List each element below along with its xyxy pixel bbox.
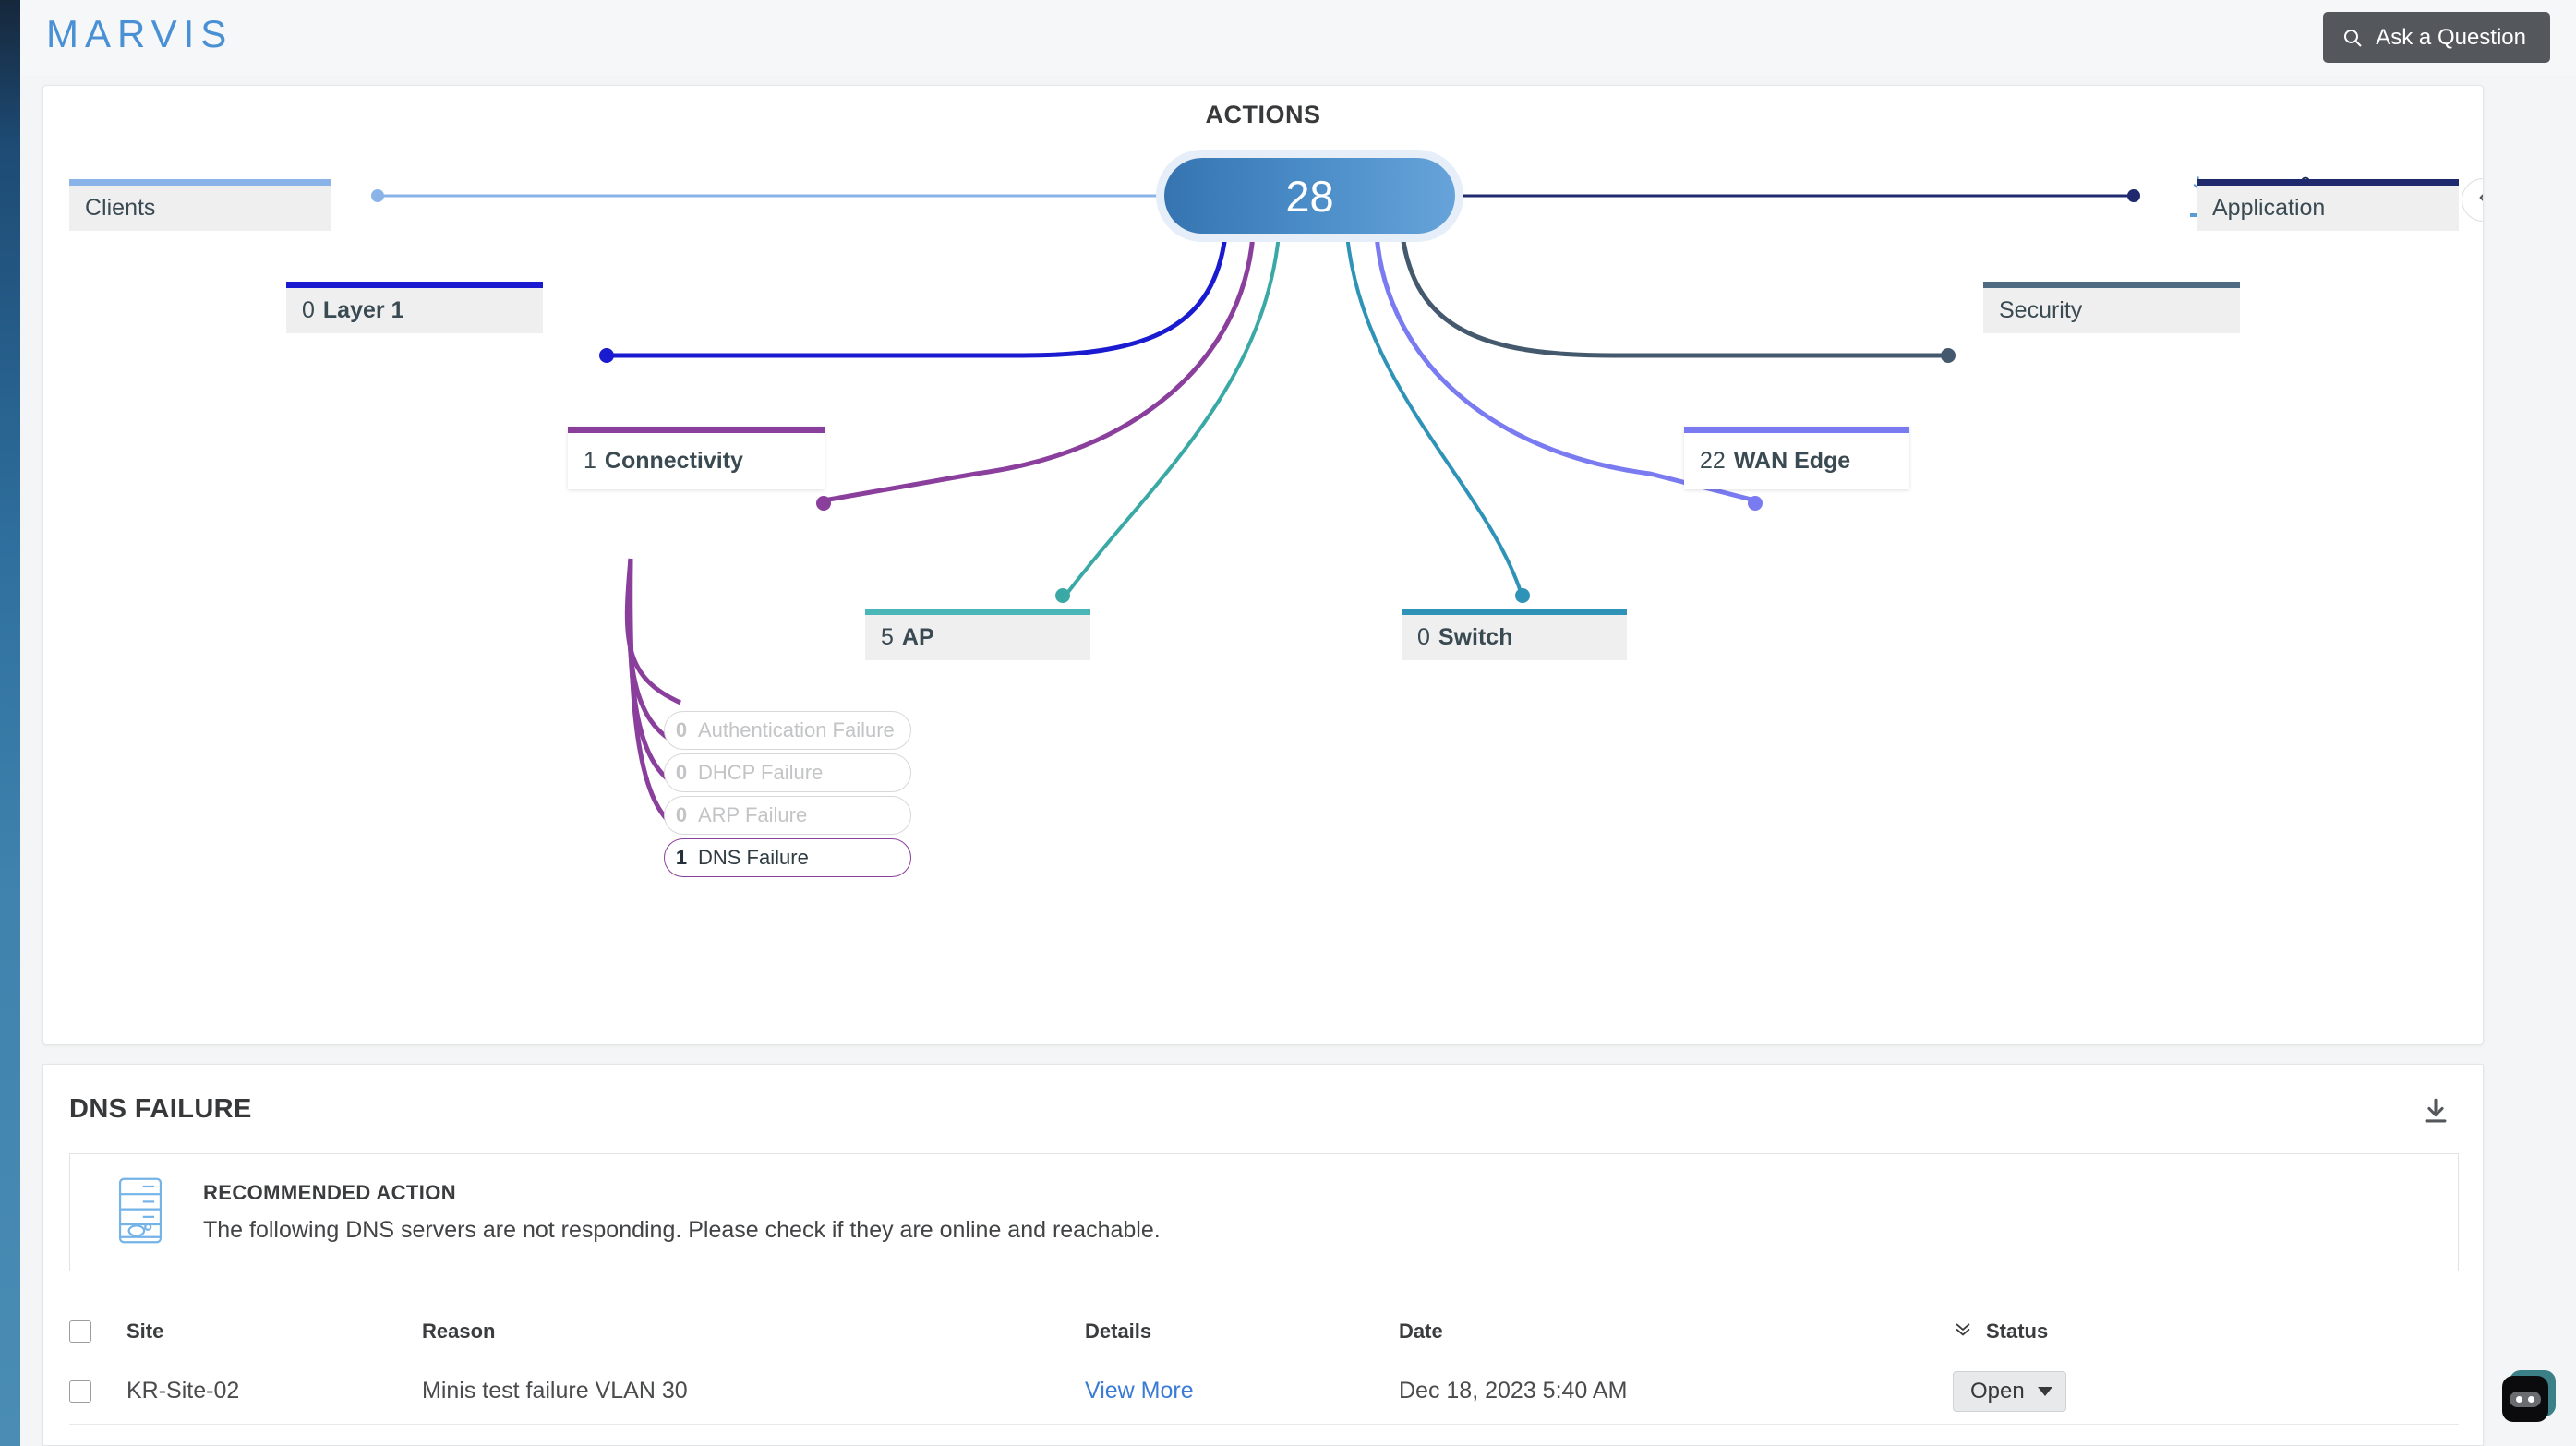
select-all-checkbox-cell xyxy=(69,1320,126,1343)
bot-eye-left xyxy=(2516,1395,2522,1403)
subitem-dhcp-failure[interactable]: 0 DHCP Failure xyxy=(664,753,911,792)
node-switch-label: Switch xyxy=(1438,624,1513,650)
bot-icon-visor xyxy=(2510,1391,2541,1407)
node-layer1-label: Layer 1 xyxy=(322,297,404,323)
ask-a-question-label: Ask a Question xyxy=(2376,24,2526,50)
cell-site: KR-Site-02 xyxy=(126,1378,240,1404)
node-connectivity-label: Connectivity xyxy=(604,448,743,474)
column-header-date[interactable]: Date xyxy=(1399,1319,1443,1343)
double-chevron-down-icon[interactable] xyxy=(1953,1319,1973,1344)
table-header-row: Site Reason Details Date Status xyxy=(69,1305,2459,1358)
status-dropdown-value: Open xyxy=(1970,1378,2025,1404)
table-body: KR-Site-02 Minis test failure VLAN 30 Vi… xyxy=(69,1358,2459,1425)
node-clients-label: Clients xyxy=(85,195,156,221)
actions-topology-card: ACTIONS 28 xyxy=(42,85,2484,1045)
subitem-dhcp-failure-count: 0 xyxy=(675,761,688,784)
node-wan-edge-label: WAN Edge xyxy=(1733,448,1851,474)
cell-status: Open xyxy=(1953,1370,2459,1412)
app-header: MARVIS Ask a Question xyxy=(20,0,2576,76)
ask-a-question-button[interactable]: Ask a Question xyxy=(2323,12,2550,63)
node-application-label: Application xyxy=(2212,195,2326,221)
subitem-authentication-failure-count: 0 xyxy=(675,718,688,741)
column-header-site[interactable]: Site xyxy=(126,1319,164,1343)
left-edge-accent-rail xyxy=(0,0,20,1446)
cell-details: View More xyxy=(1085,1378,1399,1404)
select-all-checkbox[interactable] xyxy=(69,1320,91,1343)
view-more-link[interactable]: View More xyxy=(1085,1378,1194,1404)
bot-icon-face xyxy=(2502,1376,2548,1422)
search-icon xyxy=(2341,27,2364,49)
subitem-dns-failure-label: DNS Failure xyxy=(698,846,809,869)
status-dropdown[interactable]: Open xyxy=(1953,1370,2066,1412)
node-ap[interactable]: 5 AP xyxy=(865,609,1090,660)
subitem-authentication-failure[interactable]: 0 Authentication Failure xyxy=(664,711,911,750)
cell-date: Dec 18, 2023 5:40 AM xyxy=(1399,1378,1628,1404)
subitem-arp-failure-count: 0 xyxy=(675,803,688,826)
column-header-details[interactable]: Details xyxy=(1085,1319,1152,1343)
cell-reason: Minis test failure VLAN 30 xyxy=(422,1378,688,1404)
node-clients[interactable]: Clients xyxy=(69,179,331,231)
app-logo: MARVIS xyxy=(46,12,234,55)
subitem-dns-failure[interactable]: 1 DNS Failure xyxy=(664,838,911,877)
topology-connectors xyxy=(371,189,2140,833)
subitem-arp-failure[interactable]: 0 ARP Failure xyxy=(664,796,911,835)
subitem-dns-failure-count: 1 xyxy=(675,846,688,869)
failures-table: Site Reason Details Date Status KR-Site-… xyxy=(69,1305,2459,1425)
node-security-label: Security xyxy=(1999,297,2083,323)
subitem-arp-failure-label: ARP Failure xyxy=(698,803,808,826)
column-header-status[interactable]: Status xyxy=(1986,1319,2049,1343)
chevron-left-icon xyxy=(2474,188,2483,211)
subitem-authentication-failure-label: Authentication Failure xyxy=(698,718,895,741)
chevron-down-icon xyxy=(2037,1386,2052,1396)
node-ap-label: AP xyxy=(901,624,934,650)
node-connectivity[interactable]: 1 Connectivity xyxy=(568,427,825,489)
recommended-action-box: RECOMMENDED ACTION The following DNS ser… xyxy=(69,1153,2459,1271)
node-layer1[interactable]: 0 Layer 1 xyxy=(286,282,543,333)
table-row[interactable]: KR-Site-02 Minis test failure VLAN 30 Vi… xyxy=(69,1358,2459,1425)
node-switch-count: 0 xyxy=(1417,624,1430,650)
node-ap-count: 5 xyxy=(881,624,894,650)
server-rack-icon xyxy=(114,1176,166,1249)
row-checkbox-cell xyxy=(69,1380,126,1403)
node-connectivity-count: 1 xyxy=(584,448,596,474)
node-application[interactable]: Application xyxy=(2197,179,2459,231)
detail-title: DNS FAILURE xyxy=(69,1094,252,1124)
column-header-reason[interactable]: Reason xyxy=(422,1319,496,1343)
download-icon[interactable] xyxy=(2420,1096,2451,1132)
node-wan-edge[interactable]: 22 WAN Edge xyxy=(1684,427,1909,489)
marvis-bot-icon[interactable] xyxy=(2502,1370,2556,1424)
total-actions-badge[interactable]: 28 xyxy=(1164,158,1455,234)
node-wan-edge-count: 22 xyxy=(1700,448,1726,474)
recommended-action-label: RECOMMENDED ACTION xyxy=(203,1181,457,1204)
node-security[interactable]: Security xyxy=(1983,282,2240,333)
subitem-dhcp-failure-label: DHCP Failure xyxy=(698,761,824,784)
node-switch[interactable]: 0 Switch xyxy=(1402,609,1627,660)
dns-failure-detail-card: DNS FAILURE RECOMMENDED ACTION The xyxy=(42,1064,2484,1446)
node-layer1-count: 0 xyxy=(302,297,315,323)
bot-eye-right xyxy=(2528,1395,2534,1403)
row-checkbox[interactable] xyxy=(69,1380,91,1403)
column-header-status-cell: Status xyxy=(1953,1319,2459,1344)
page-title: ACTIONS xyxy=(1205,101,1321,128)
recommended-action-text: The following DNS servers are not respon… xyxy=(203,1217,1161,1243)
